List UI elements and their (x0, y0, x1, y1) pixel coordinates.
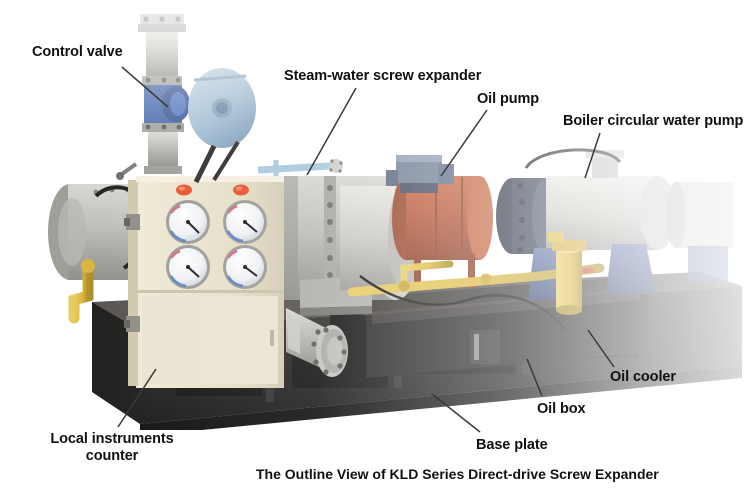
figure-caption: The Outline View of KLD Series Direct-dr… (256, 466, 659, 482)
label-steam-water-screw-expander: Steam-water screw expander (284, 68, 482, 84)
label-boiler-circular-water-pump: Boiler circular water pump (563, 113, 744, 129)
label-oil-cooler: Oil cooler (610, 369, 676, 385)
label-local-instruments-counter: Local instruments counter (50, 431, 174, 464)
label-base-plate: Base plate (476, 437, 548, 453)
label-oil-box: Oil box (537, 401, 586, 417)
label-control-valve: Control valve (32, 44, 123, 60)
label-oil-pump: Oil pump (477, 91, 540, 107)
